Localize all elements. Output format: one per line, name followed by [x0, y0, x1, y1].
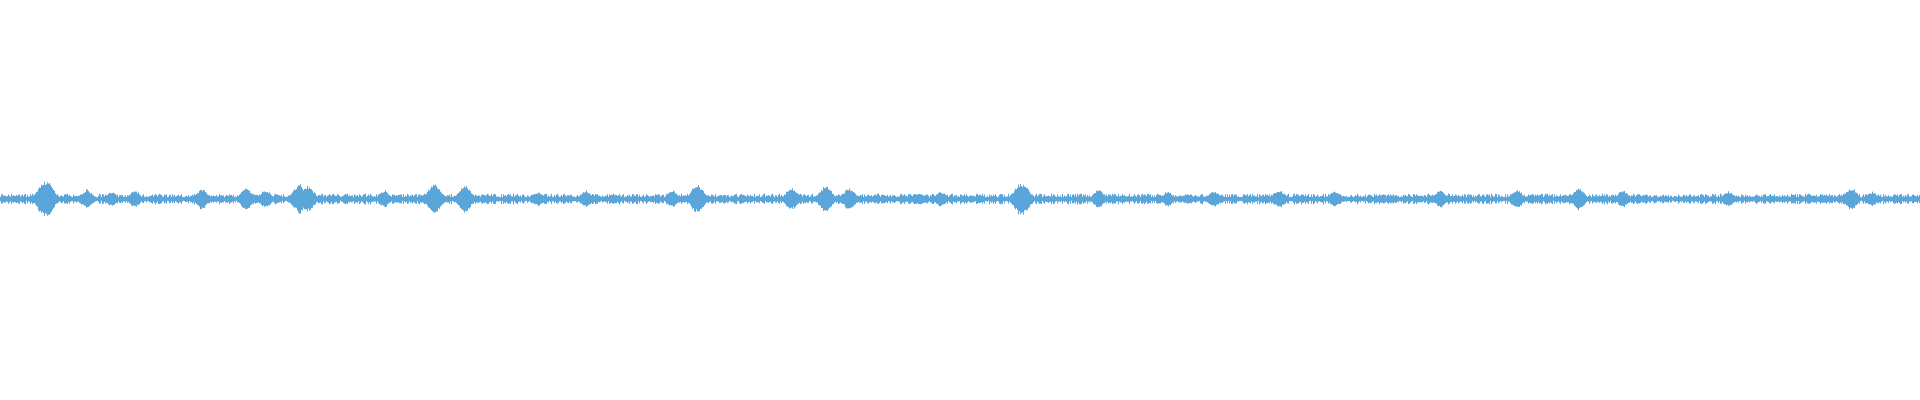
waveform-bars [0, 181, 1920, 217]
